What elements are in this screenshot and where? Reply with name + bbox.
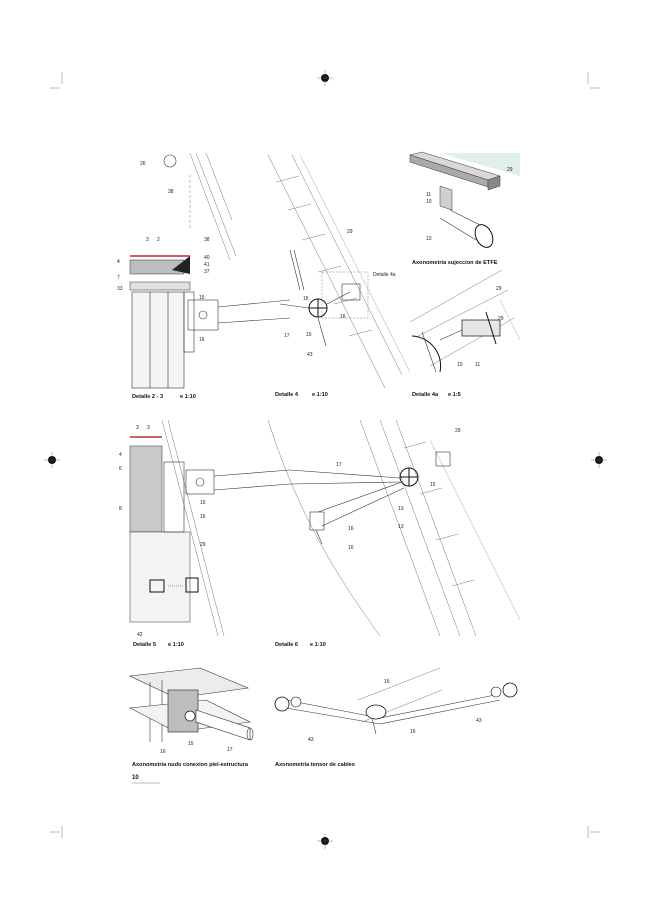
detail-4a-title: Detalle 4a (412, 392, 439, 398)
detail-5 (129, 419, 291, 637)
detail-2-3 (129, 152, 291, 389)
detail-4 (267, 154, 411, 389)
callout: 42 (137, 632, 143, 638)
callout: 16 (200, 514, 206, 520)
axonometry-node (128, 667, 254, 742)
page-number: 10 (132, 775, 139, 781)
crop-marks (50, 72, 600, 838)
registration-mark-bottom (317, 833, 333, 849)
callout: 8 (119, 506, 122, 512)
callout: 3 (136, 425, 139, 431)
detail-4-labels: 29 15 17 15 16 43 Detalle 4a (284, 229, 396, 358)
detail-2-3-labels: 26 38 3 2 38 4 40 41 37 7 33 15 16 (117, 161, 210, 343)
callout: 15 (303, 296, 309, 302)
callout: 16 (384, 679, 390, 685)
detail-4-title: Detalle 4 (275, 392, 299, 398)
callout: 13 (398, 506, 404, 512)
callout: 15 (199, 295, 205, 301)
callout: 17 (227, 747, 233, 753)
callout: 38 (168, 189, 174, 195)
detail-2-3-scale: e 1:10 (180, 394, 196, 400)
callout: 17 (284, 333, 290, 339)
detail-6-scale: e 1:10 (310, 642, 326, 648)
detail-5-scale: e 1:10 (168, 642, 184, 648)
detail-5-labels: 3 3 4 6 8 15 16 29 42 (119, 425, 206, 638)
callout: 16 (348, 545, 354, 551)
callout: 11 (426, 192, 431, 198)
registration-mark-right (591, 452, 607, 468)
callout: 3 (147, 425, 150, 431)
callout: 16 (199, 337, 205, 343)
callout: 4 (117, 259, 120, 265)
detail-4-scale: e 1:10 (312, 392, 328, 398)
detail-4a (409, 269, 521, 373)
callout: 13 (398, 524, 404, 530)
callout: 38 (204, 237, 210, 243)
callout: 43 (307, 352, 313, 358)
callout: 16 (348, 526, 354, 532)
detail-6-title: Detalle 6 (275, 642, 298, 648)
callout: 29 (498, 316, 504, 322)
callout: 43 (308, 737, 314, 743)
callout: 43 (476, 718, 482, 724)
callout: 26 (140, 161, 146, 167)
callout: 4 (119, 452, 122, 458)
callout: 29 (455, 428, 461, 434)
callout: 29 (507, 167, 513, 173)
callout: 15 (188, 741, 194, 747)
callout: 17 (336, 462, 342, 468)
callout: 15 (430, 482, 436, 488)
callout: 7 (117, 275, 120, 281)
callout: 33 (117, 286, 123, 292)
axonometry-etfe-labels: 29 11 10 13 (426, 167, 513, 242)
callout: 2 (157, 237, 160, 243)
callout: 41 (204, 262, 210, 268)
callout: 15 (306, 332, 312, 338)
callout: 15 (200, 500, 206, 506)
callout: 16 (410, 729, 416, 735)
callout: 3 (146, 237, 149, 243)
callout: 6 (119, 466, 122, 472)
registration-marks (44, 70, 607, 849)
callout: 16 (340, 314, 346, 320)
callout: 11 (475, 362, 480, 368)
detail-2-3-title: Detalle 2 - 3 (132, 394, 163, 400)
callout: 40 (204, 255, 210, 261)
callout: 29 (200, 542, 206, 548)
axonometry-node-labels: 16 15 17 (160, 741, 233, 755)
axonometry-etfe-title: Axonometría sujeccion de ETFE (412, 260, 498, 266)
registration-mark-left (44, 452, 60, 468)
axonometry-tensor (274, 667, 518, 735)
axonometry-tensor-labels: 43 16 16 43 (308, 679, 482, 743)
axonometry-node-title: Axonometría nudo conexion piel-estructur… (132, 762, 249, 768)
detail-4a-scale: e 1:5 (448, 392, 461, 398)
axonometry-etfe (409, 151, 520, 248)
detail-6 (267, 419, 521, 637)
detail-6-labels: 29 17 15 13 16 13 16 (336, 428, 461, 551)
callout: 16 (160, 749, 166, 755)
callout: 10 (457, 362, 463, 368)
callout: 10 (426, 199, 432, 205)
detail-4a-labels: 29 29 10 11 (457, 286, 504, 368)
registration-mark-top (317, 70, 333, 86)
detail-4a-reference: Detalle 4a (373, 272, 396, 278)
callout: 29 (496, 286, 502, 292)
callout: 29 (347, 229, 353, 235)
axonometry-tensor-title: Axonometría tensor de cables (275, 762, 355, 768)
detail-5-title: Detalle 5 (133, 642, 156, 648)
callout: 13 (426, 236, 432, 242)
callout: 37 (204, 269, 210, 275)
